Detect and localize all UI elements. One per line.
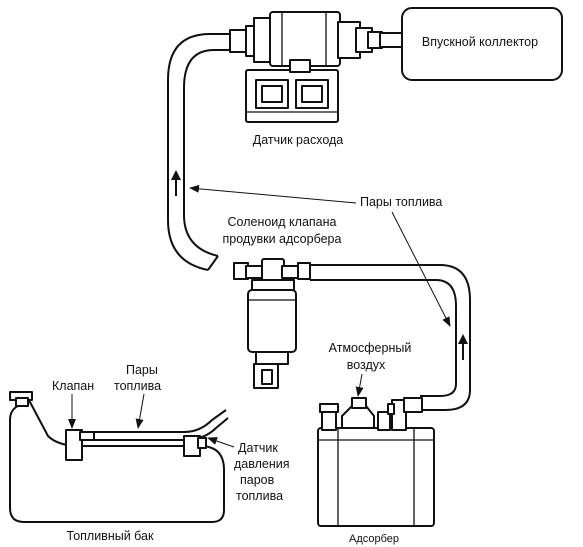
pressure-sensor-label-1: Датчик [238, 441, 278, 455]
air-leader [355, 373, 364, 397]
pressure-sensor-label-4: топлива [236, 489, 283, 503]
hose-flow-sensor-to-manifold [379, 32, 405, 48]
canister-label: Адсорбер [349, 533, 399, 545]
tank-vapor-leader [135, 393, 145, 429]
fuel-vapor-tank-label-2: топлива [114, 379, 161, 393]
pressure-sensor-label-3: паров [240, 473, 275, 487]
flow-up-arrow-right [458, 334, 468, 360]
purge-solenoid-label-1: Соленоид клапана [228, 215, 337, 229]
pressure-sensor-leader [207, 437, 235, 448]
atmospheric-air-label-1: Атмосферный [329, 341, 412, 355]
vapor-leader-right [391, 211, 451, 327]
purge-solenoid-valve [233, 258, 311, 389]
valve-label: Клапан [52, 379, 94, 393]
flow-up-arrow-left [171, 170, 181, 196]
pressure-sensor-label-2: давления [234, 457, 290, 471]
fuel-vapor-tank-label-1: Пары [126, 363, 158, 377]
flow-sensor-label: Датчик расхода [253, 133, 344, 147]
vapor-leader-left [189, 184, 357, 204]
flow-sensor [229, 11, 383, 123]
hose-solenoid-to-flow-sensor [167, 33, 230, 271]
fuel-tank [9, 391, 229, 523]
fuel-vapor-label-top: Пары топлива [360, 195, 442, 209]
canister [317, 397, 435, 527]
intake-manifold: Впускной коллектор [401, 7, 563, 81]
purge-solenoid-label-2: продувки адсорбера [223, 232, 342, 246]
intake-manifold-label: Впускной коллектор [422, 35, 538, 49]
hose-solenoid-to-canister [310, 264, 471, 411]
atmospheric-air-label-2: воздух [347, 358, 386, 372]
fuel-tank-label: Топливный бак [67, 529, 154, 543]
